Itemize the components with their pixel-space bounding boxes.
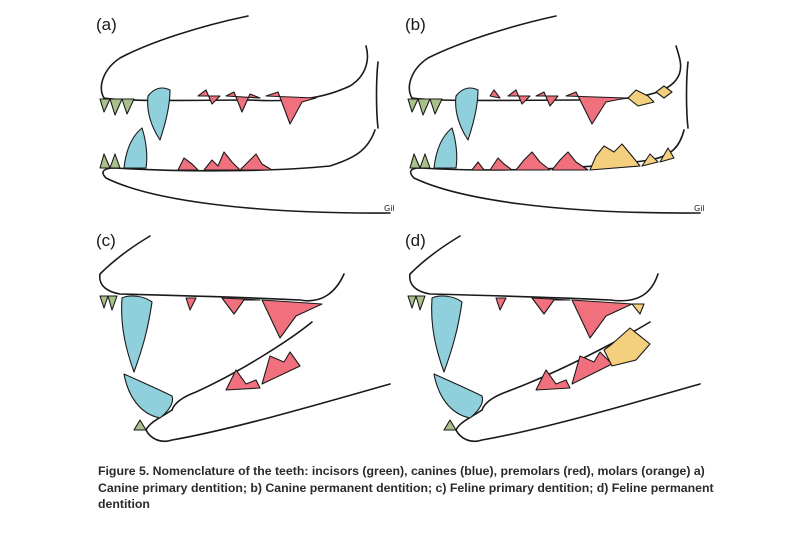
panel-d-upper-premolar: [571, 299, 633, 339]
panel-d-lower-premolar: [571, 351, 613, 385]
panel-a-signature: Gil: [384, 204, 395, 213]
panel-b-lower-premolar: [551, 151, 589, 171]
panel-d-lower-jaw-bottom: [455, 383, 701, 443]
panel-b-upper-jaw: [408, 15, 682, 102]
panel-b-upper-molar: [627, 89, 655, 107]
panel-b-label: (b): [405, 15, 426, 34]
panel-a-lower-premolar: [177, 157, 199, 171]
panel-d-lower-incisor: [443, 419, 457, 431]
panel-a-label: (a): [96, 15, 117, 34]
panel-a-lower-canine: [123, 127, 148, 169]
panel-a-upper-incisor: [109, 98, 123, 116]
panel-b-tongue-line: [685, 61, 689, 129]
panel-c-upper-premolar: [261, 299, 323, 339]
panel-b-signature: Gil: [694, 204, 705, 213]
panel-d-lower-molar: [603, 327, 651, 367]
panel-c-lower-premolar: [261, 351, 301, 385]
panel-a-lower-incisor: [109, 153, 121, 169]
panel-b-lower-molar: [659, 147, 675, 163]
panel-b-lower-molar: [589, 143, 641, 171]
panel-b-upper-incisor: [429, 98, 443, 115]
panel-c-lower-premolar: [225, 369, 261, 391]
panel-d-lower-canine: [433, 373, 484, 419]
panel-d-upper-incisor: [415, 295, 426, 311]
panel-b: (b) Gil: [405, 15, 705, 214]
panel-a-upper-incisor: [99, 98, 111, 113]
panel-b-lower-canine: [433, 127, 458, 169]
panel-c: (c): [96, 231, 391, 443]
panel-c-lower-jaw-bottom: [145, 383, 391, 443]
panel-b-upper-molar: [655, 85, 673, 99]
panel-d-upper-canine: [431, 295, 463, 373]
panel-a-upper-canine: [147, 87, 171, 141]
panel-b-lower-premolar: [471, 161, 485, 171]
panel-a-upper-jaw: [100, 15, 369, 102]
panel-b-upper-premolar: [565, 91, 627, 125]
panel-b-upper-canine: [455, 87, 479, 141]
panel-c-upper-premolar: [185, 297, 197, 311]
panel-b-lower-premolar: [489, 157, 513, 171]
panel-d-upper-premolar: [495, 297, 507, 311]
panel-b-lower-molar: [641, 153, 659, 167]
panel-a-upper-premolar: [225, 91, 261, 113]
panel-b-lower-premolar: [515, 151, 551, 171]
panel-c-upper-premolar: [221, 297, 261, 315]
panel-a-upper-incisor: [121, 98, 135, 115]
panel-b-upper-incisor: [417, 98, 431, 116]
panel-c-upper-incisor: [99, 295, 109, 309]
panel-d-upper-molar: [631, 303, 645, 315]
panel-a-lower-premolar: [203, 151, 241, 171]
panel-a-lower-incisor: [99, 153, 111, 169]
panel-d-upper-premolar: [531, 297, 571, 315]
panel-c-lower-canine: [123, 373, 174, 419]
panel-d-upper-incisor: [407, 295, 417, 309]
panel-c-lower-jaw: [171, 321, 313, 411]
panel-a-lower-premolar: [239, 153, 273, 171]
panel-c-upper-canine: [121, 295, 153, 373]
panel-b-upper-incisor: [407, 98, 419, 113]
panel-d-lower-premolar: [535, 369, 571, 391]
panel-b-lower-incisor: [409, 153, 421, 169]
panel-c-label: (c): [96, 231, 116, 250]
panel-c-upper-jaw: [98, 235, 345, 302]
panel-b-upper-premolar: [489, 89, 501, 99]
panel-b-upper-premolar: [535, 91, 559, 107]
panel-c-lower-incisor: [133, 419, 147, 431]
panel-b-lower-incisor: [419, 153, 431, 169]
panel-a-upper-premolar: [197, 89, 221, 105]
panel-d: (d): [405, 231, 701, 443]
panel-b-upper-premolar: [507, 89, 531, 105]
panel-a-tongue-line: [375, 61, 379, 129]
panel-d-upper-jaw: [408, 235, 659, 302]
figure-caption: Figure 5. Nomenclature of the teeth: inc…: [98, 464, 714, 511]
panel-d-label: (d): [405, 231, 426, 250]
panel-c-upper-incisor: [107, 295, 118, 311]
panel-a-upper-premolar: [265, 91, 317, 125]
panel-a: (a) Gil: [96, 15, 395, 214]
